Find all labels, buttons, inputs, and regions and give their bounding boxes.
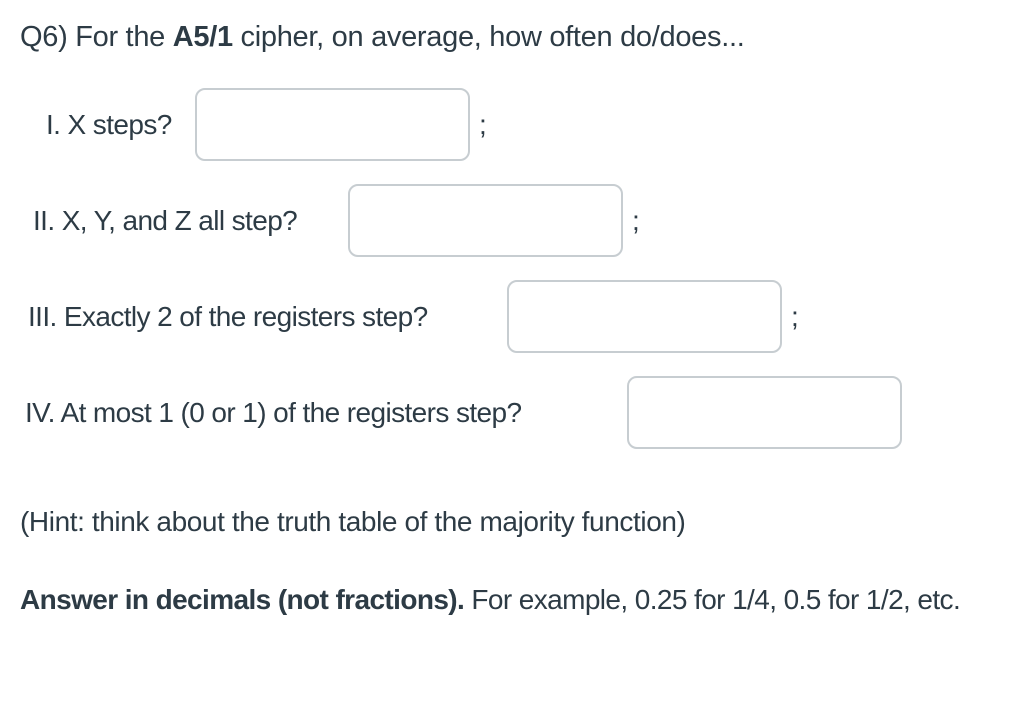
answer-input-1[interactable] [195, 88, 470, 161]
quiz-question-body: Q6) For the A5/1 cipher, on average, how… [20, 18, 992, 624]
separator-semicolon-1: ; [479, 108, 487, 140]
answer-format-note-rest: For example, 0.25 for 1/4, 0.5 for 1/2, … [464, 584, 961, 615]
answer-input-4[interactable] [627, 376, 902, 449]
separator-semicolon-2: ; [632, 204, 640, 236]
question-part-label-2: II. X, Y, and Z all step? [33, 204, 298, 236]
hint-text: (Hint: think about the truth table of th… [20, 506, 686, 537]
question-part-row-2: II. X, Y, and Z all step? ; [20, 184, 992, 257]
answer-format-note: Answer in decimals (not fractions). For … [20, 576, 992, 624]
question-part-row-3: III. Exactly 2 of the registers step? ; [20, 280, 992, 353]
question-title-cipher: A5/1 [172, 21, 233, 53]
answer-format-note-bold: Answer in decimals (not fractions). [20, 584, 465, 615]
answer-input-3[interactable] [507, 280, 782, 353]
separator-semicolon-3: ; [791, 300, 799, 332]
question-part-row-1: I. X steps? ; [20, 88, 992, 161]
answer-input-2[interactable] [348, 184, 623, 257]
question-part-label-3: III. Exactly 2 of the registers step? [28, 300, 428, 332]
question-title-suffix: cipher, on average, how often do/does... [232, 21, 745, 53]
question-title: Q6) For the A5/1 cipher, on average, how… [20, 18, 992, 56]
question-part-row-4: IV. At most 1 (0 or 1) of the registers … [20, 376, 992, 449]
question-title-prefix: Q6) For the [20, 21, 173, 53]
question-part-label-4: IV. At most 1 (0 or 1) of the registers … [25, 396, 522, 428]
question-part-label-1: I. X steps? [46, 108, 172, 140]
